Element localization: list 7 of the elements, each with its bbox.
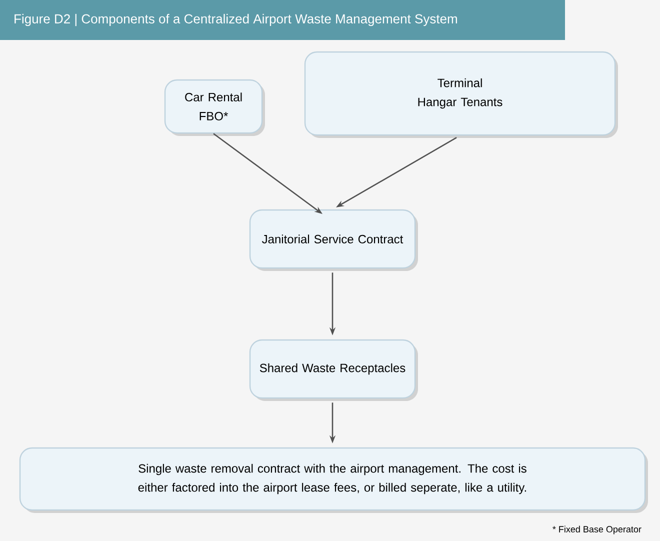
process-box: Single waste removal contract with the airport management. The cost is either factored into the airport lease fees, or billed seperate, like a utility. — [19, 447, 646, 511]
process-box: Shared Waste Receptacles — [249, 339, 416, 399]
footnote: * Fixed Base Operator — [552, 526, 642, 534]
process-box: Car Rental FBO* — [164, 79, 263, 134]
process-box: Janitorial Service Contract — [249, 209, 416, 269]
title-banner: Figure D2 | Components of a Centralized Airport Waste Management System — [0, 0, 565, 40]
process-box: Terminal Hangar Tenants — [304, 51, 616, 136]
